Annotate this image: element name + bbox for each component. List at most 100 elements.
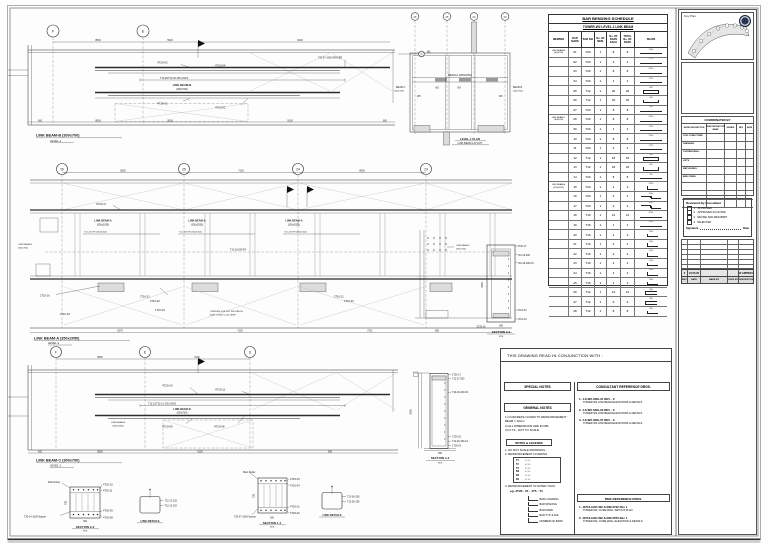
reference-code: 1. J2716-HAD-W2-S-DW-3722 Rev 1 bbox=[579, 505, 628, 509]
beam-label: BEAM-A (350x2050) bbox=[448, 73, 472, 77]
rebar-callout: 2T16-21 bbox=[334, 295, 344, 299]
rebar-callout: 2T20-16 bbox=[40, 294, 50, 298]
bbs-cell-total: 20 bbox=[621, 86, 635, 95]
dimension: 9130 bbox=[287, 119, 293, 122]
bbs-col-total: TOTAL No. OF BARS bbox=[621, 32, 635, 47]
spacer-note: T20-07-1000-SPACER bbox=[318, 57, 342, 60]
rebar-callout: 4T20-11 bbox=[215, 388, 226, 392]
bbs-cell-mem: 1 bbox=[595, 297, 607, 307]
rebar-callout: T12-13-125 bbox=[165, 505, 178, 508]
coord-date bbox=[746, 183, 753, 190]
coord-date bbox=[746, 159, 753, 166]
bbs-cell-each: 4 bbox=[607, 143, 621, 153]
status-number: 3 bbox=[693, 215, 695, 219]
bbs-cell-shape: 1500 bbox=[635, 278, 667, 287]
bbs-cell-dia: T12 bbox=[582, 163, 595, 172]
bbs-cell-shape: 8200 bbox=[635, 211, 667, 220]
bbs-cell-member bbox=[549, 191, 569, 201]
general-notes-list: 1) CONCRETE COVER TO REINFORCEMENT : BEA… bbox=[505, 415, 573, 432]
coord-subcontractor bbox=[707, 158, 725, 166]
bar-shape-glyph bbox=[639, 128, 663, 133]
table-row: CIVIL STRUCTURE bbox=[682, 134, 753, 143]
bbs-cell-mark: 19 bbox=[569, 220, 582, 230]
shape-dimension: 2725 bbox=[648, 125, 654, 128]
dimension: 350 bbox=[499, 325, 504, 328]
review-status-item: 4 REJECTED bbox=[686, 219, 749, 225]
bbs-cell-dia: T20 bbox=[582, 124, 595, 134]
legend-callout: BAR LAYERING bbox=[528, 495, 563, 501]
revision-cell: 21.05.20 bbox=[688, 270, 701, 276]
grid-bubble-label: 23 bbox=[424, 167, 428, 171]
rebar-callout: 2T16-20 bbox=[518, 309, 528, 312]
bbs-cell-shape: 580 bbox=[635, 288, 667, 297]
coord-signed bbox=[725, 158, 737, 166]
coord-signed bbox=[725, 191, 737, 199]
checkbox[interactable] bbox=[687, 219, 692, 225]
bbs-cell-shape: 8200 bbox=[635, 192, 667, 201]
bbs-cell-each: 8 bbox=[607, 307, 621, 316]
bbs-cell-dia: T20 bbox=[582, 143, 595, 153]
bbs-cell-each: 2 bbox=[607, 249, 621, 259]
reference-code: 3. J-S-W2-SRG-07 REV - C bbox=[579, 418, 615, 422]
bbs-cell-each: 2 bbox=[607, 239, 621, 249]
link-details-1-linework bbox=[137, 488, 164, 523]
table-row: CURTAIN WALL bbox=[682, 150, 753, 159]
plan-caption-sub: LEVEL-1 bbox=[48, 341, 60, 345]
bar-shape-glyph bbox=[639, 214, 663, 219]
beam-label: LINK BEAM-A bbox=[285, 219, 302, 223]
bbs-cell-mark: 24 bbox=[569, 268, 582, 278]
shape-dimension: 900 bbox=[649, 106, 653, 109]
checkbox[interactable] bbox=[687, 205, 692, 211]
bbs-cell-mem: 1 bbox=[595, 239, 607, 249]
bbs-title: BAR BENDING SCHEDULE bbox=[549, 15, 667, 24]
coord-subcontractor bbox=[707, 150, 725, 158]
bbs-cell-mem: 1 bbox=[595, 201, 607, 211]
bbs-cell-member bbox=[549, 201, 569, 211]
checkbox[interactable] bbox=[687, 210, 692, 216]
reference-item: 1. J2716-HAD-W2-S-DW-3722 Rev 1 TOWER-W2… bbox=[579, 505, 671, 512]
shape-dimension: 1500 bbox=[648, 269, 654, 272]
bbs-cell-mem: 1 bbox=[595, 287, 607, 297]
checkbox[interactable] bbox=[687, 214, 692, 220]
dimension: 350 bbox=[438, 452, 443, 455]
reference-item: 2. J-S-W2-SRG-02 REV - C TOWER W2 LINK B… bbox=[579, 408, 671, 415]
coord-work-description: CIVIL STRUCTURE bbox=[682, 134, 707, 142]
rebar-callout: T12-06-150 bbox=[347, 496, 360, 499]
shape-dimension: 1500 bbox=[648, 240, 654, 243]
revision-header-cell: MADE BY bbox=[701, 277, 728, 283]
notes-header: THIS DRAWING READ IN CONJUNCTION WITH : bbox=[501, 349, 671, 362]
consultant-refs-list: 1. J-S-W2-SRG-01 REV - C TOWER W2 LINK B… bbox=[579, 397, 671, 429]
bbs-cell-member bbox=[549, 163, 569, 172]
plan1-linework bbox=[8, 24, 395, 143]
bbs-cell-each: 6 bbox=[607, 297, 621, 307]
layer-dots: • • • • bbox=[525, 466, 531, 470]
coord-rev bbox=[737, 174, 746, 183]
bbs-cell-total: 2 bbox=[621, 278, 635, 287]
bbs-cell-shape: 640 bbox=[635, 154, 667, 163]
coord-subcontractor bbox=[707, 183, 725, 191]
leader-line bbox=[528, 507, 538, 512]
bbs-cell-total: 12 bbox=[621, 287, 635, 297]
layering-diagram: T1 • • • • T2 • • • • T3 • • • • B3 • • … bbox=[513, 457, 561, 483]
coord-rev bbox=[737, 166, 746, 174]
bbs-cell-total: 2 bbox=[621, 268, 635, 278]
beam-label: LINK BEAM-C bbox=[456, 244, 470, 247]
dimension: 2711 bbox=[367, 330, 373, 333]
beam-size: (300x700) bbox=[18, 248, 28, 250]
bar-bending-schedule: BAR BENDING SCHEDULE TOWER-W2 LEVEL-1 LI… bbox=[548, 14, 668, 317]
bbs-cell-dia: T16 bbox=[582, 278, 595, 287]
coord-subcontractor bbox=[707, 142, 725, 150]
plan-caption: LINK BEAM-B (300x700) bbox=[36, 134, 80, 138]
coord-work-description: BMU FIXING bbox=[682, 174, 707, 183]
bbs-cell-member bbox=[549, 278, 569, 287]
review-status-item: 2 APPROVED AS NOTED bbox=[686, 210, 749, 216]
shape-dimension: 580 bbox=[649, 288, 653, 291]
key-plan-box: Key Plan bbox=[681, 12, 754, 60]
bbs-cell-shape: 2725 bbox=[635, 58, 667, 67]
table-row: 24 T16 1 2 2 1500 bbox=[549, 268, 667, 279]
bbs-cell-member bbox=[549, 307, 569, 316]
signature-line[interactable] bbox=[700, 226, 742, 231]
table-row: 28 T12 1 8 8 580 bbox=[549, 307, 667, 317]
